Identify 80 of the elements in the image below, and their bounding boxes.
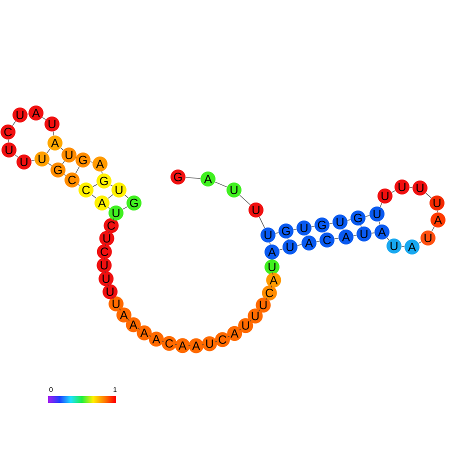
backbone-line (31, 160, 35, 162)
backbone-line (8, 139, 9, 143)
base-pair-line (378, 221, 380, 225)
backbone-line (108, 207, 110, 209)
backbone-line (437, 210, 438, 213)
backbone-line (353, 234, 357, 236)
backbone-line (162, 340, 164, 342)
backbone-line (239, 194, 251, 206)
backbone-line (431, 226, 435, 232)
backbone-line (202, 344, 204, 346)
backbone-line (78, 184, 80, 186)
backbone-line (249, 320, 252, 322)
backbone-line (104, 257, 105, 260)
node-label: C (165, 339, 174, 348)
backbone-line (386, 238, 390, 240)
backbone-line (48, 163, 52, 166)
backbone-line (392, 190, 396, 193)
backbone-line (272, 272, 274, 275)
backbone-line (52, 131, 54, 136)
backbone-line (297, 244, 302, 246)
backbone-line (293, 228, 297, 230)
backbone-line (258, 310, 260, 312)
base-pair-line (122, 206, 128, 210)
backbone-line (316, 240, 320, 242)
backbone-line (60, 148, 64, 150)
backbone-line (409, 187, 413, 188)
backbone-line (347, 219, 351, 221)
backbone-line (266, 298, 268, 300)
base-pair-line (62, 160, 65, 164)
base-pair-line (46, 148, 50, 154)
backbone-line (185, 177, 201, 179)
node-label: U (106, 288, 114, 296)
backbone-line (365, 215, 370, 217)
backbone-line (259, 216, 265, 228)
backbone-line (110, 184, 113, 186)
backbone-line (214, 182, 228, 188)
backbone-line (371, 232, 375, 234)
backbone-line (112, 218, 114, 220)
backbone-line (92, 194, 96, 198)
backbone-line (14, 154, 18, 158)
backbone-line (227, 336, 230, 338)
backbone-line (188, 345, 191, 346)
base-pair-line (92, 184, 98, 187)
backbone-line (108, 230, 110, 234)
base-pair-line (269, 242, 271, 245)
base-pair-line (360, 224, 362, 228)
backbone-line (270, 285, 272, 288)
backbone-line (128, 318, 130, 321)
node-label: U (102, 274, 110, 283)
backbone-line (119, 308, 121, 311)
backbone-line (105, 244, 106, 246)
backbone-line (380, 202, 382, 208)
node-label: U (103, 234, 110, 243)
backbone-line (425, 192, 432, 198)
base-pair-line (108, 194, 114, 199)
backbone-line (42, 117, 46, 120)
backbone-line (418, 241, 422, 244)
backbone-line (124, 194, 128, 198)
node-label: C (218, 335, 226, 344)
backbone-line (401, 246, 405, 247)
backbone-line (334, 238, 339, 240)
backbone-line (149, 335, 152, 337)
node-label: U (206, 340, 213, 348)
backbone-line (279, 248, 283, 250)
backbone-line (101, 171, 103, 174)
backbone-line (12, 120, 16, 126)
backbone-line (174, 344, 178, 345)
backbone-line (104, 270, 106, 274)
backbone-line (214, 341, 218, 342)
backbone-line (329, 222, 333, 224)
backbone-line (90, 161, 93, 163)
backbone-line (64, 174, 66, 176)
backbone-line (311, 226, 315, 228)
backbone-line (239, 328, 242, 330)
node-label: A (152, 334, 160, 344)
base-pair-line (75, 166, 80, 174)
backbone-line (108, 284, 109, 286)
backbone-line (275, 232, 279, 234)
backbone-line (112, 296, 114, 299)
backbone-line (138, 328, 140, 330)
